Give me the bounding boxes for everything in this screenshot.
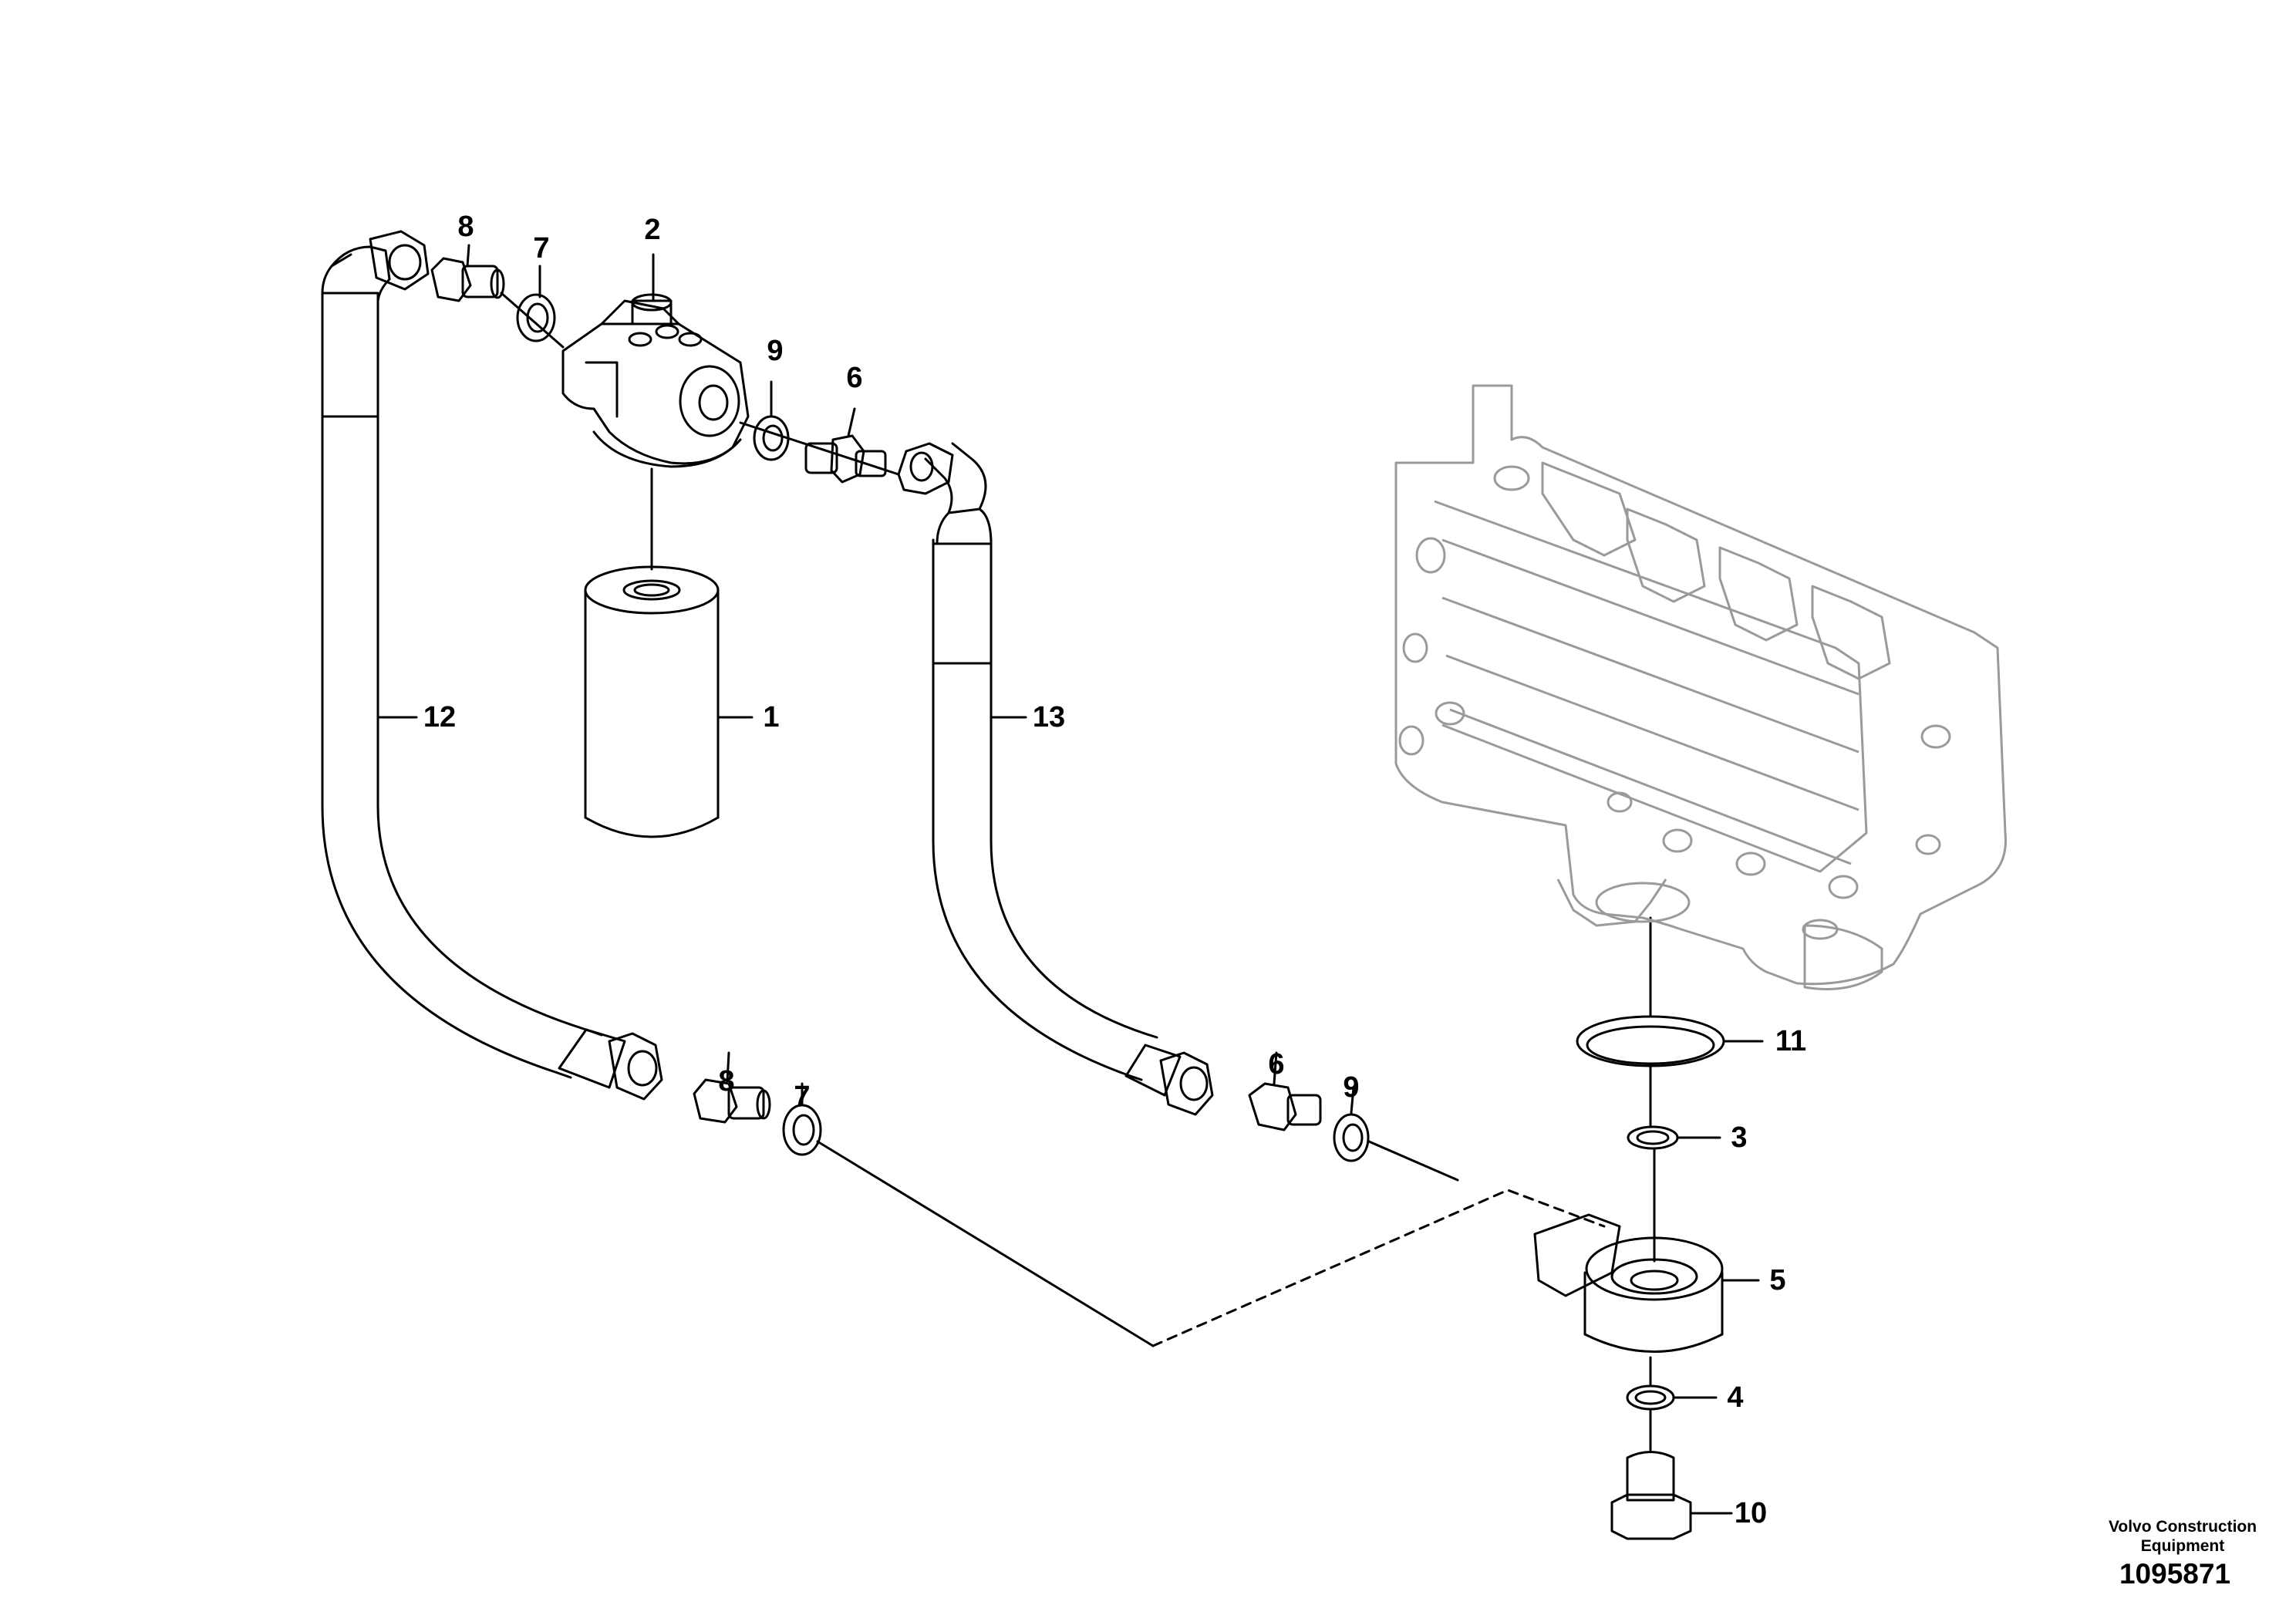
brand-name-line-2: Equipment <box>2140 1537 2225 1555</box>
fitting-6-lower <box>1248 1051 1322 1131</box>
callout-label-10: 10 <box>1734 1497 1768 1529</box>
hose-12 <box>321 230 663 1101</box>
callout-label-8-upper: 8 <box>457 211 474 243</box>
fitting-8-lower <box>693 1051 771 1124</box>
oil-filter-1 <box>584 467 720 838</box>
callout-label-11: 11 <box>1775 1025 1807 1057</box>
filter-head-2 <box>561 253 750 468</box>
callout-label-2: 2 <box>644 214 661 246</box>
callout-label-5: 5 <box>1769 1264 1786 1297</box>
washer-7-lower <box>782 1082 1155 1347</box>
callout-label-9-upper: 9 <box>767 335 784 367</box>
seal-ring-11 <box>1576 916 1725 1128</box>
callout-label-9-lower: 9 <box>1343 1071 1360 1104</box>
adapter-housing-5 <box>1533 1148 1724 1353</box>
drawing-number: 1095871 <box>2119 1558 2231 1590</box>
callout-label-7-lower: 7 <box>794 1081 811 1113</box>
callout-label-6-upper: 6 <box>846 362 863 394</box>
dashed-connection-line <box>1151 1189 1606 1347</box>
callout-label-6-lower: 6 <box>1268 1048 1285 1081</box>
hose-13 <box>897 442 1214 1116</box>
washer-9-upper <box>739 415 900 476</box>
fitting-6-upper <box>804 407 887 484</box>
callout-label-8-lower: 8 <box>718 1065 735 1098</box>
brand-name-line-1: Volvo Construction <box>2108 1518 2257 1536</box>
washer-7-upper <box>500 265 565 349</box>
callout-label-1: 1 <box>763 701 780 733</box>
o-ring-4 <box>1626 1356 1675 1452</box>
plug-10 <box>1610 1451 1692 1540</box>
washer-9-lower <box>1333 1086 1459 1182</box>
leader-lines <box>376 244 1764 1515</box>
callout-label-4: 4 <box>1727 1381 1744 1414</box>
callout-label-7-upper: 7 <box>533 232 550 265</box>
callout-label-13: 13 <box>1032 701 1066 733</box>
fitting-8-upper <box>430 257 505 302</box>
engine-oil-cooler-housing <box>1394 384 2007 990</box>
callout-label-3: 3 <box>1731 1121 1748 1154</box>
callout-label-12: 12 <box>423 701 457 733</box>
o-ring-3 <box>1627 1125 1679 1150</box>
